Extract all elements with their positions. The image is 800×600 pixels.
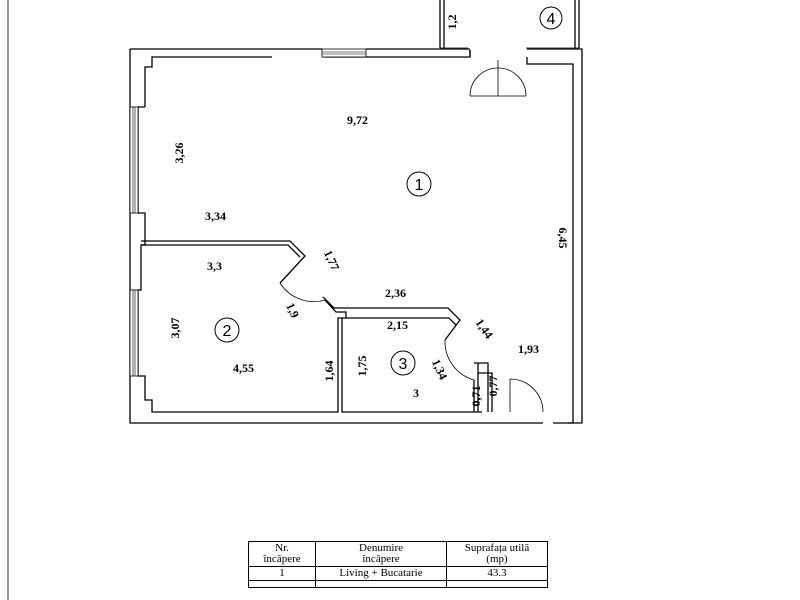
dim-room2-area: 4,55 [233,361,254,375]
room-2-number: 2 [223,323,232,340]
dim-room3-left: 1,75 [355,356,369,377]
room-legend-table: Nr. încăpere Denumire încăpere Suprafața… [248,541,548,588]
room-4-circle [539,6,563,30]
dim-diagonal-1-77: 1,77 [321,248,343,273]
dim-room3-top: 2,15 [387,318,408,332]
legend-cell-area: 43.3 [446,566,548,581]
legend-header-row: Nr. încăpere Denumire încăpere Suprafața… [248,541,548,567]
room-1-number: 1 [415,177,424,194]
room-3-number: 3 [399,356,408,373]
dim-room2-left: 3,07 [168,318,182,339]
outer-walls [129,48,583,424]
dim-room2-top: 3,3 [207,259,222,273]
dim-room3-area: 3 [413,386,419,400]
dim-living-right: 6,45 [556,228,570,249]
dim-diagonal-1-9: 1,9 [283,301,302,321]
dim-living-top: 9,72 [347,113,368,127]
room-4-number: 4 [547,11,556,28]
room-labels: 4 1 2 3 [214,6,563,376]
dim-closet-right: 0,77 [486,376,500,397]
room-1-circle [406,171,432,197]
room-3-circle [390,350,416,376]
dim-diagonal-1-44: 1,44 [473,316,497,341]
dimension-labels: 1,2 9,72 3,26 3,34 6,45 1,77 3,3 2,36 1,… [168,15,570,407]
dim-living-left: 3,26 [172,143,186,164]
table-row-empty [248,580,548,588]
dim-closet-left: 0,71 [469,386,483,407]
dim-hall-right: 1,93 [518,342,539,356]
dim-diagonal-1-34: 1,34 [429,357,451,382]
table-row: 1 Living + Bucatarie 43.3 [248,566,548,581]
windows [129,48,367,377]
dim-hall-top: 2,36 [385,286,406,300]
legend-header-nr: Nr. încăpere [248,541,316,567]
dim-balcony-width: 1,2 [445,15,459,30]
room-2-circle [214,317,240,343]
dim-living-bottom-left: 3,34 [205,209,226,223]
legend-header-name: Denumire încăpere [315,541,447,567]
dim-room2-right: 1,64 [322,361,336,382]
legend-cell-name: Living + Bucatarie [315,566,447,581]
legend-cell-nr: 1 [248,566,316,581]
balcony-door [469,60,527,97]
balcony-walls [439,0,580,49]
interior-walls [141,240,544,413]
legend-header-area: Suprafața utilă (mp) [446,541,548,567]
